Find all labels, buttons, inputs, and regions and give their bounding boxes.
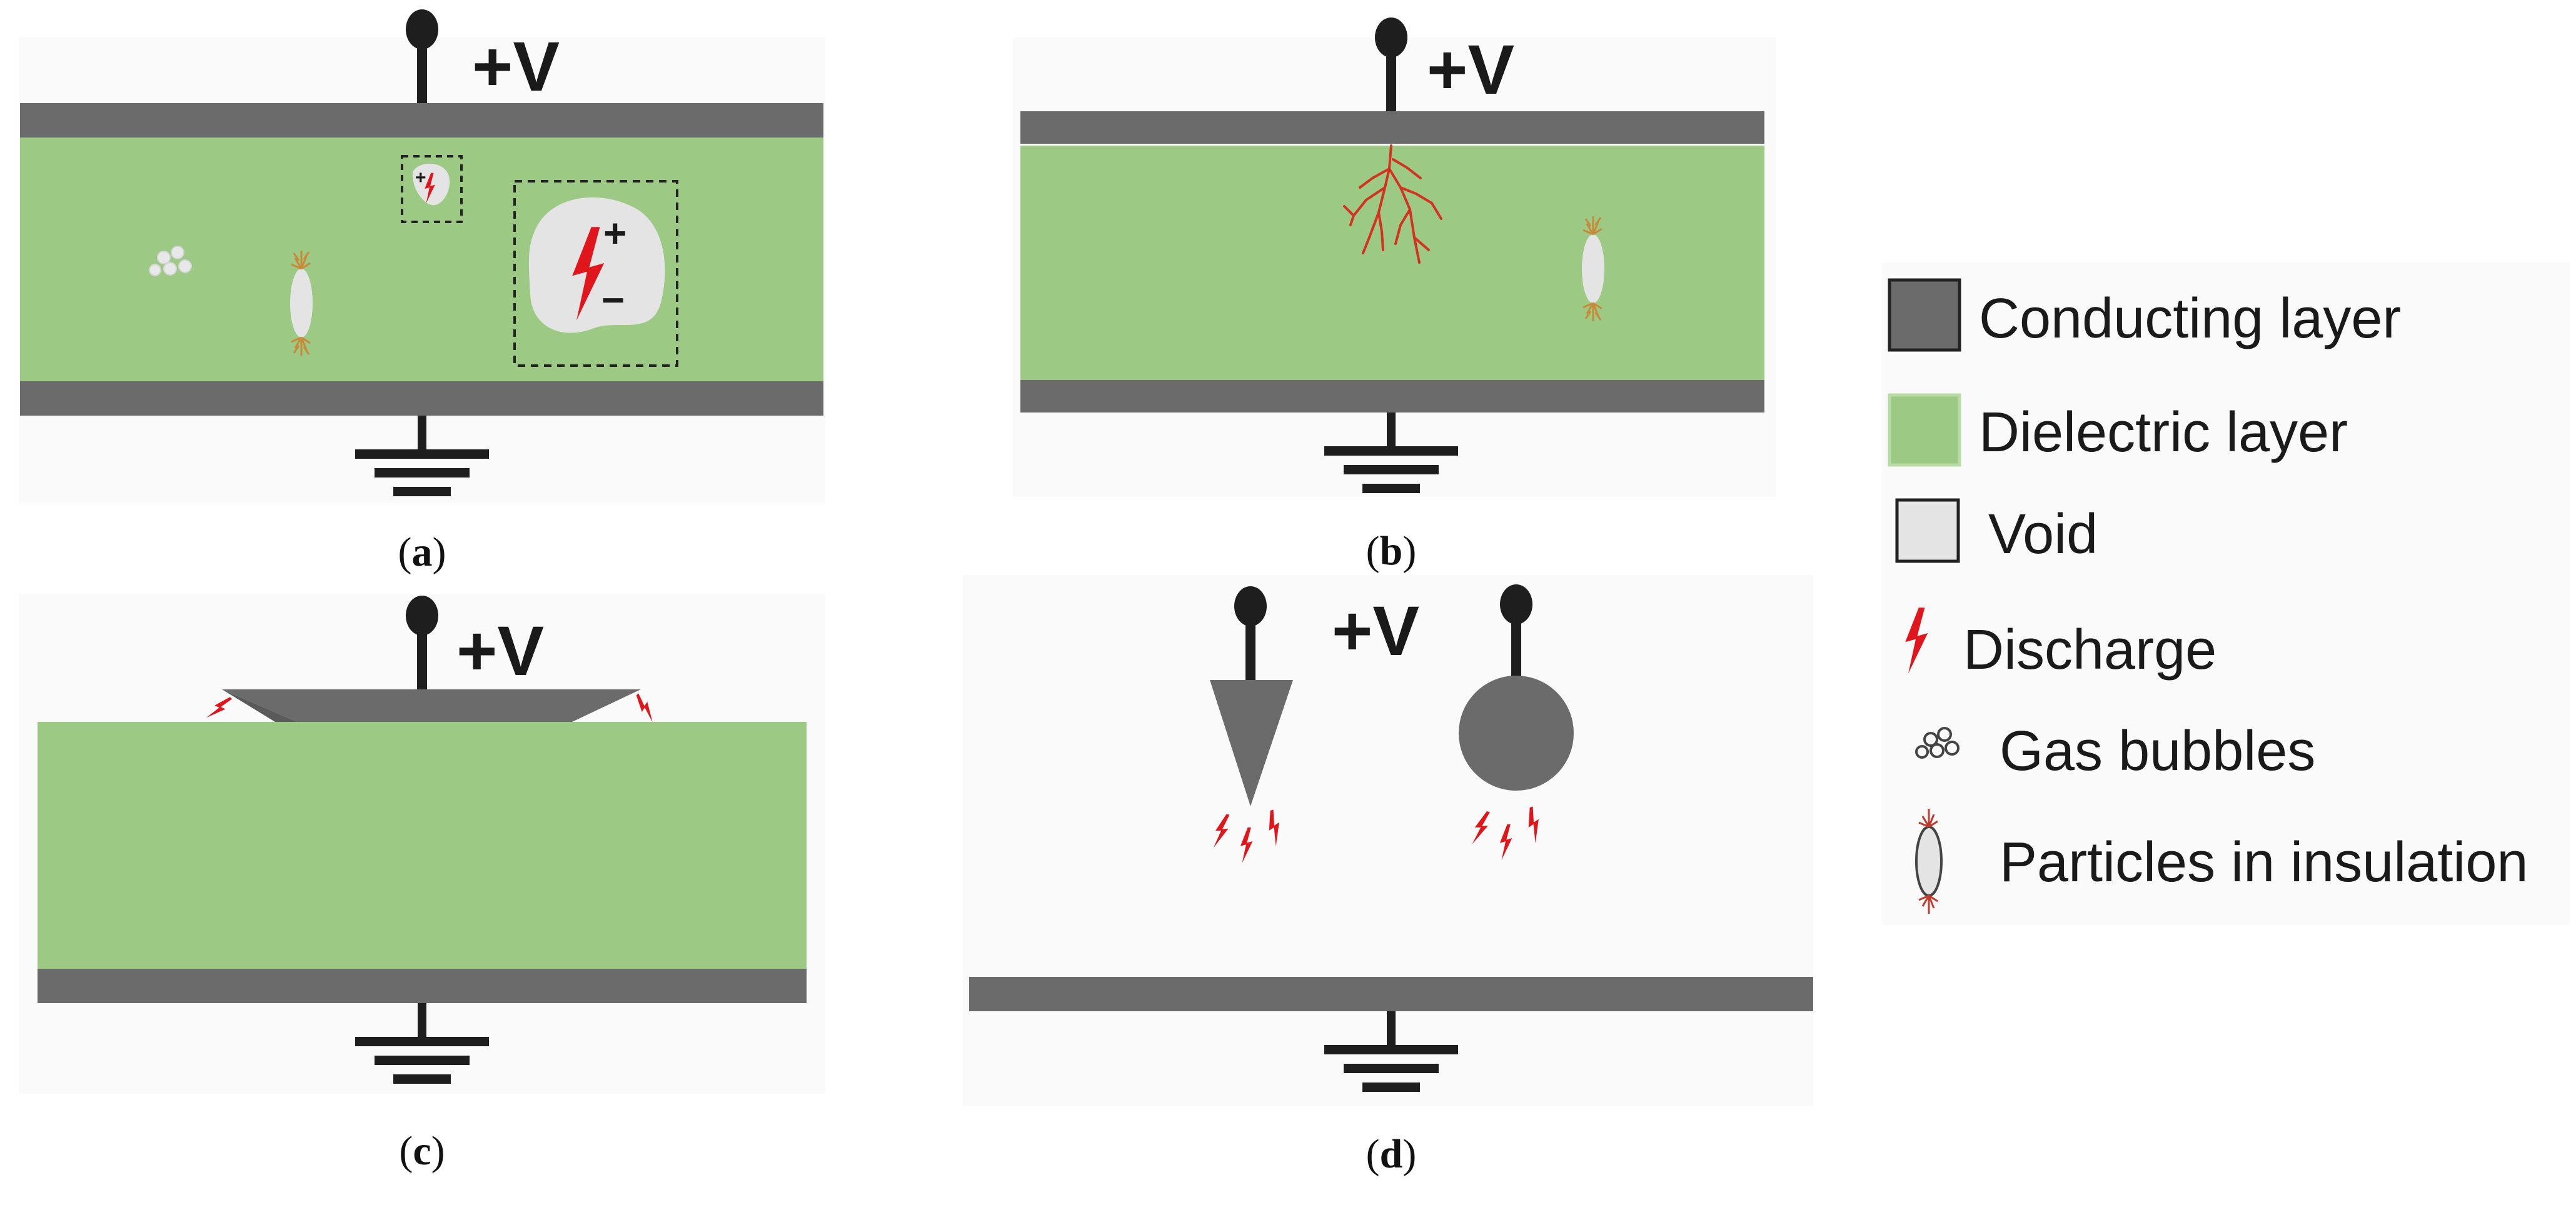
legend-background — [1882, 262, 2570, 925]
legend-discharge-label: Discharge — [1963, 619, 2216, 681]
panel-d-voltage-label: +V — [1332, 592, 1419, 670]
panel-a-large-void-plus: + — [603, 211, 626, 256]
panel-c-bottom-conductor — [38, 969, 807, 1003]
panel-c-voltage-label: +V — [456, 612, 544, 690]
panel-b: +V (b) — [1013, 18, 1776, 574]
legend-void-label: Void — [1988, 503, 2098, 566]
legend-particles-label: Particles in insulation — [2000, 831, 2528, 894]
legend: Conducting layer Dielectric layer Void D… — [1882, 262, 2570, 925]
panel-a-large-void — [528, 197, 665, 333]
panel-b-caption: (b) — [1366, 528, 1417, 574]
panel-d-sphere-electrode — [1459, 676, 1574, 791]
panel-c-electrode — [222, 689, 641, 722]
legend-conducting-label: Conducting layer — [1979, 288, 2401, 350]
panel-d-needle-electrode — [1210, 680, 1293, 806]
panel-c-caption: (c) — [399, 1128, 445, 1174]
legend-gas-bubbles-label: Gas bubbles — [2000, 720, 2315, 782]
panel-a-small-void-box — [401, 155, 463, 223]
panel-a-voltage-label: +V — [472, 28, 560, 106]
panel-a-small-void — [412, 163, 450, 206]
panel-a-bottom-conductor — [20, 381, 823, 416]
panel-d-caption: (d) — [1366, 1131, 1417, 1177]
legend-dielectric-label: Dielectric layer — [1979, 401, 2348, 464]
panel-b-dielectric — [1020, 146, 1764, 380]
legend-particles-icon — [1915, 809, 1943, 914]
panel-c: +V (c) — [19, 594, 825, 1174]
panel-a-small-void-plus: + — [415, 168, 426, 188]
panel-a-caption: (a) — [398, 529, 446, 575]
panel-d-bottom-conductor — [969, 977, 1813, 1011]
panel-a-large-void-box — [513, 180, 678, 367]
legend-dielectric-swatch — [1888, 393, 1961, 467]
panel-a: +V + + − (a) — [19, 9, 825, 575]
panel-c-electrode-edge — [222, 689, 297, 722]
panel-b-electrical-tree — [1343, 144, 1442, 264]
panel-c-dielectric — [38, 722, 807, 969]
legend-void-swatch — [1895, 498, 1960, 563]
panel-d: +V (d) — [963, 575, 1813, 1177]
legend-conducting-swatch — [1888, 278, 1961, 352]
panel-b-voltage-label: +V — [1427, 31, 1514, 109]
panel-b-bottom-conductor — [1020, 380, 1764, 412]
panel-a-large-void-minus: − — [601, 278, 625, 322]
panel-a-top-conductor — [20, 103, 823, 138]
panel-b-top-conductor — [1020, 111, 1764, 144]
